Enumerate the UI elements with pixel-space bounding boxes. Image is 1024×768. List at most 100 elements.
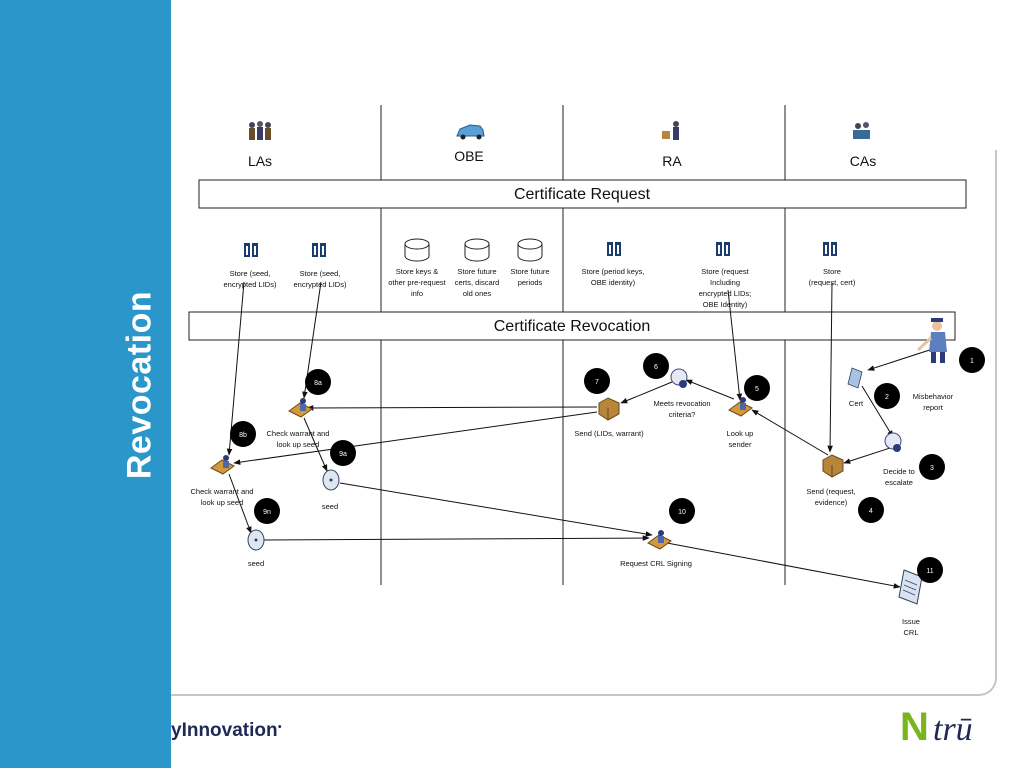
request-crl-label: Request CRL Signing xyxy=(620,559,692,568)
certificate-request-banner xyxy=(198,179,967,209)
step-badge: 4 xyxy=(858,497,884,523)
thinking-person-icon xyxy=(670,368,688,388)
svg-text:8b: 8b xyxy=(239,432,247,439)
step-badge: 10 xyxy=(669,498,695,524)
store-label: Store (seed,encrypted LIDs) xyxy=(224,269,277,289)
seed-disc-icon xyxy=(247,529,265,551)
lane-label: LAs xyxy=(248,153,272,169)
storage-icon xyxy=(244,243,258,257)
certificate-revocation-banner xyxy=(188,311,956,341)
content-frame xyxy=(171,150,997,696)
document-icon xyxy=(847,367,863,389)
flow-arrow xyxy=(339,482,653,537)
svg-text:9a: 9a xyxy=(339,451,347,458)
database-icon xyxy=(404,238,430,262)
svg-text:11: 11 xyxy=(926,568,933,575)
step-badge: 3 xyxy=(919,454,945,480)
svg-text:10: 10 xyxy=(678,509,686,516)
ntru-logo-initial: N xyxy=(900,705,929,749)
lane-label: OBE xyxy=(454,148,484,164)
storage-icon xyxy=(716,242,730,256)
registered-mark: ● xyxy=(277,723,282,731)
brand-name: yInnovation xyxy=(171,720,278,741)
people-icon xyxy=(249,121,271,140)
police-officer-icon xyxy=(916,318,947,363)
flow-arrow xyxy=(306,405,598,411)
svg-text:4: 4 xyxy=(869,508,873,515)
database-icon xyxy=(517,238,543,262)
lane-label: CAs xyxy=(850,153,876,169)
step-badge: 2 xyxy=(874,383,900,409)
crl-document-icon xyxy=(898,569,923,605)
step-badge: 9a xyxy=(330,440,356,466)
svg-text:6: 6 xyxy=(654,364,658,371)
database-icon xyxy=(464,238,490,262)
storage-icon xyxy=(312,243,326,257)
flow-arrow xyxy=(226,281,245,456)
storage-icon xyxy=(607,242,621,256)
desk-worker-icon xyxy=(210,455,235,475)
flow-arrow xyxy=(620,381,673,404)
svg-text:9n: 9n xyxy=(263,509,271,516)
step-badge: 7 xyxy=(584,368,610,394)
sidebar-band xyxy=(0,0,171,768)
ntru-logo: N trū xyxy=(900,705,973,749)
svg-text:1: 1 xyxy=(970,358,974,365)
step-badge: 8b xyxy=(230,421,256,447)
registration-icon xyxy=(662,121,679,140)
brand-text: yInnovation● xyxy=(171,720,282,742)
flow-arrow xyxy=(843,446,894,464)
step-badge: 9n xyxy=(254,498,280,524)
package-icon xyxy=(598,397,620,421)
thinking-person-icon xyxy=(884,432,902,452)
storage-icon xyxy=(823,242,837,256)
cert-label: Cert xyxy=(849,399,864,408)
step-badge: 11 xyxy=(917,557,943,583)
flow-arrow xyxy=(262,535,650,541)
flow-arrow xyxy=(861,385,894,438)
ntru-logo-text: trū xyxy=(933,711,973,748)
lane-label: RA xyxy=(662,153,682,169)
step-badge: 1 xyxy=(959,347,985,373)
send-request-label: Send (request,evidence) xyxy=(806,487,855,507)
seed-disc-icon xyxy=(322,469,340,491)
flow-arrow xyxy=(685,379,735,400)
banner-label: Certificate Revocation xyxy=(494,318,651,335)
step-badge: 5 xyxy=(744,375,770,401)
package-icon xyxy=(822,454,844,478)
step-badge: 6 xyxy=(643,353,669,379)
flow-arrow xyxy=(228,473,252,534)
flow-arrow xyxy=(233,411,598,465)
flow-arrow xyxy=(303,417,328,472)
flow-arrow xyxy=(727,289,743,401)
desk-worker-icon xyxy=(288,398,313,418)
desk-worker-icon xyxy=(728,397,753,417)
svg-text:5: 5 xyxy=(755,386,759,393)
svg-text:2: 2 xyxy=(885,394,889,401)
store-label: Store (period keys,OBE identity) xyxy=(582,267,645,287)
banner-label: Certificate Request xyxy=(514,186,651,203)
store-label: Store(request, cert) xyxy=(809,267,856,287)
seed-label: seed xyxy=(248,559,264,568)
svg-text:8a: 8a xyxy=(314,380,322,387)
step-badge: 8a xyxy=(305,369,331,395)
flow-arrow xyxy=(751,409,829,456)
svg-text:3: 3 xyxy=(930,465,934,472)
flow-arrow xyxy=(666,542,901,589)
authority-icon xyxy=(853,122,870,139)
send-lids-label: Send (LIDs, warrant) xyxy=(574,429,644,438)
seed-label: seed xyxy=(322,502,338,511)
flow-arrow xyxy=(827,282,833,453)
svg-text:7: 7 xyxy=(595,379,599,386)
